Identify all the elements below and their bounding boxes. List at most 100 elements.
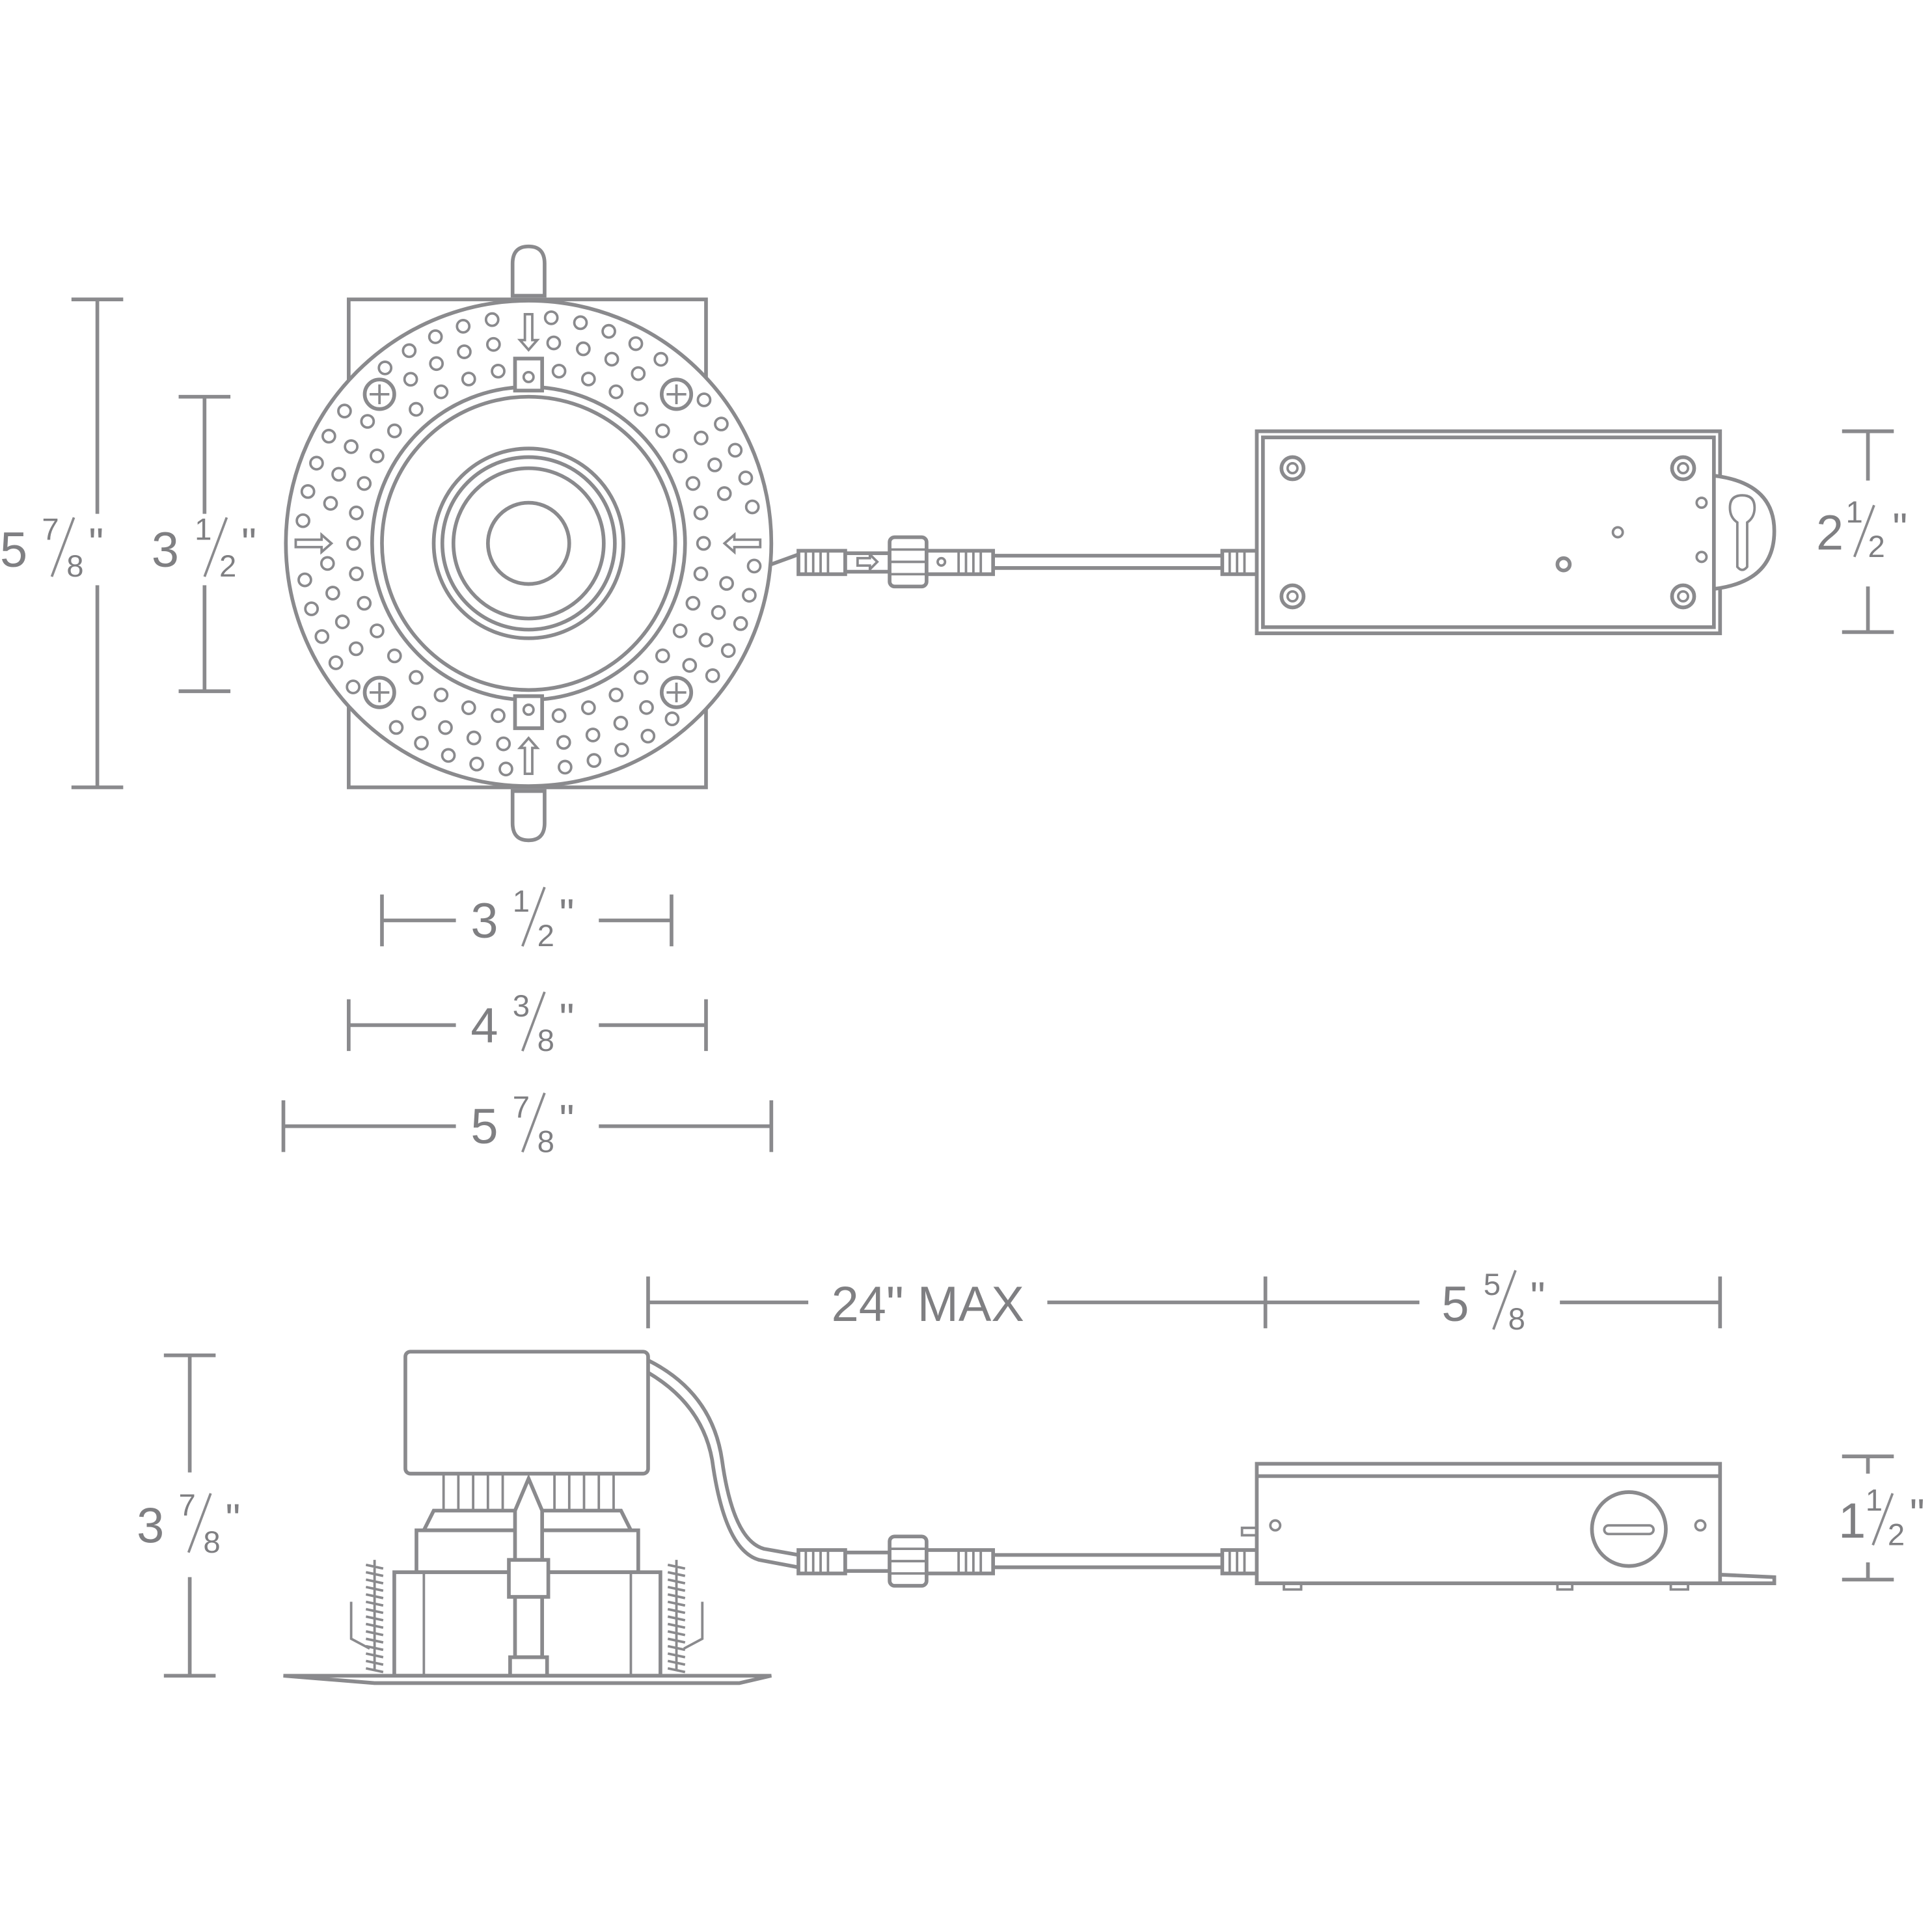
perforation-hole — [551, 708, 567, 724]
perforation-hole — [707, 457, 722, 472]
dim-label-side-height: 3 7 8 " — [137, 1488, 240, 1560]
perforation-hole — [744, 499, 760, 515]
perforation-hole — [411, 705, 427, 721]
svg-text:5: 5 — [1441, 1277, 1469, 1332]
perforation-hole — [604, 351, 619, 367]
svg-text:3: 3 — [470, 893, 498, 949]
perforation-hole — [653, 351, 669, 367]
svg-text:2: 2 — [1888, 1517, 1905, 1552]
perforation-hole — [461, 700, 476, 715]
perforation-hole — [696, 392, 712, 407]
perforation-hole — [580, 700, 596, 715]
driver-box-outline — [1255, 429, 1722, 636]
perforation-hole — [614, 742, 629, 757]
perforation-hole — [295, 513, 310, 528]
perforation-hole — [696, 536, 711, 551]
perforation-hole — [297, 572, 312, 588]
perforation-hole — [484, 312, 500, 327]
svg-text:": " — [560, 890, 575, 937]
perforation-hole — [304, 601, 320, 616]
perforation-hole — [349, 566, 364, 582]
perforation-hole — [387, 423, 402, 439]
perforation-hole — [711, 605, 726, 620]
svg-text:": " — [560, 995, 575, 1042]
svg-text:8: 8 — [203, 1525, 220, 1560]
perforation-hole — [388, 720, 404, 735]
perforation-hole — [601, 323, 616, 339]
perforation-hole — [685, 476, 701, 491]
perforation-hole — [334, 614, 350, 630]
perforation-hole — [300, 483, 316, 499]
perforation-hole — [337, 403, 352, 419]
svg-text:": " — [1892, 504, 1907, 551]
perforation-hole — [608, 384, 624, 400]
strain-relief — [1220, 549, 1259, 577]
perforation-hole — [491, 363, 506, 379]
perforation-hole — [573, 315, 588, 331]
perforation-hole — [543, 310, 559, 325]
svg-text:3: 3 — [513, 989, 530, 1024]
arrow-icon — [856, 551, 879, 573]
svg-text:": " — [1910, 1490, 1925, 1537]
lens-housing-inner — [451, 466, 606, 621]
side-view-cable — [647, 1358, 1259, 1588]
trim-ring-outer — [370, 385, 687, 702]
svg-text:": " — [88, 519, 103, 566]
perforation-hole — [719, 576, 734, 591]
lens — [485, 500, 571, 586]
perforation-hole — [357, 476, 372, 491]
flange-perforations — [295, 310, 762, 777]
dim-label-driver-length: 5 5 8 " — [1441, 1268, 1545, 1337]
perforation-hole — [349, 505, 364, 521]
dim-label-top-total-height: 5 7 8 " — [0, 512, 103, 584]
perforation-hole — [344, 439, 359, 454]
junction-box — [403, 1350, 650, 1476]
perforation-hole — [321, 428, 336, 444]
svg-text:8: 8 — [537, 1124, 554, 1159]
perforation-hole — [409, 401, 424, 417]
perforation-hole — [716, 486, 732, 501]
arrow-icon — [294, 312, 762, 776]
perforation-hole — [698, 633, 714, 648]
svg-text:": " — [241, 519, 256, 566]
perforation-hole — [628, 336, 644, 351]
top-view-fixture — [284, 244, 774, 843]
svg-text:3: 3 — [152, 523, 179, 578]
threaded-screws — [365, 1560, 686, 1674]
perforation-hole — [428, 329, 443, 344]
svg-text:": " — [1531, 1273, 1545, 1320]
perforation-hole — [491, 708, 506, 724]
perforation-hole — [633, 670, 649, 685]
side-view-driver-box — [1240, 1462, 1776, 1591]
svg-text:1: 1 — [1845, 495, 1862, 530]
perforation-hole — [608, 687, 624, 703]
dim-label-driver-width: 2 1 2 " — [1816, 495, 1907, 564]
perforation-hole — [694, 430, 709, 446]
perforation-hole — [466, 730, 482, 746]
perforation-hole — [586, 753, 602, 769]
svg-text:1: 1 — [1838, 1493, 1866, 1549]
dim-label-aperture-width: 3 1 2 " — [470, 884, 574, 953]
perforation-hole — [498, 761, 513, 777]
perforation-hole — [720, 643, 736, 659]
perforation-hole — [742, 588, 757, 603]
perforation-hole — [403, 372, 418, 387]
perforation-hole — [576, 341, 591, 357]
threaded-screw — [667, 1560, 686, 1674]
dim-label-driver-height: 1 1 2 " — [1838, 1483, 1925, 1552]
perforation-hole — [320, 556, 335, 571]
perforation-hole — [370, 448, 385, 463]
svg-text:": " — [226, 1495, 241, 1542]
perforation-hole — [438, 720, 453, 735]
perforation-hole — [370, 623, 385, 638]
perforation-hole — [496, 736, 511, 752]
heat-sink-fins — [442, 1473, 615, 1511]
perforation-hole — [633, 401, 649, 417]
perforation-hole — [546, 335, 562, 351]
perforation-hole — [672, 623, 688, 638]
svg-text:5: 5 — [470, 1099, 498, 1154]
perforation-hole — [746, 558, 762, 574]
svg-text:7: 7 — [513, 1090, 530, 1124]
mounting-tab-top — [510, 244, 547, 298]
